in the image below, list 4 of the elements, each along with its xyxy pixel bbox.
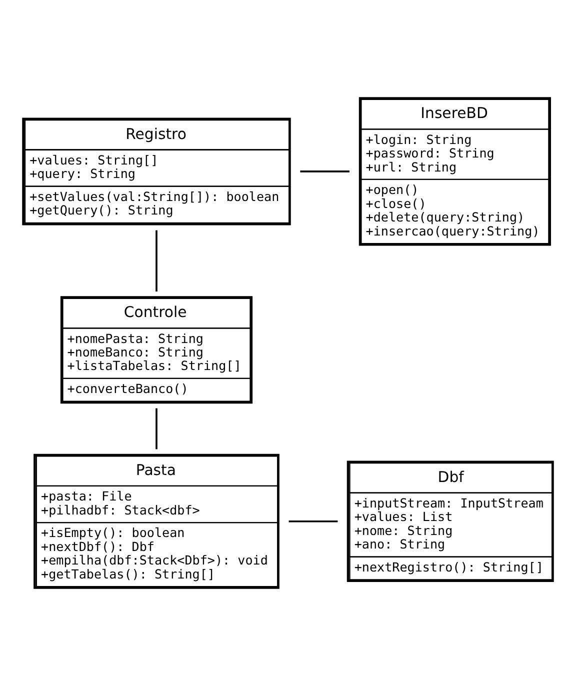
connector <box>156 230 158 292</box>
connector <box>156 408 158 450</box>
connector <box>288 520 338 522</box>
connector <box>300 170 350 172</box>
